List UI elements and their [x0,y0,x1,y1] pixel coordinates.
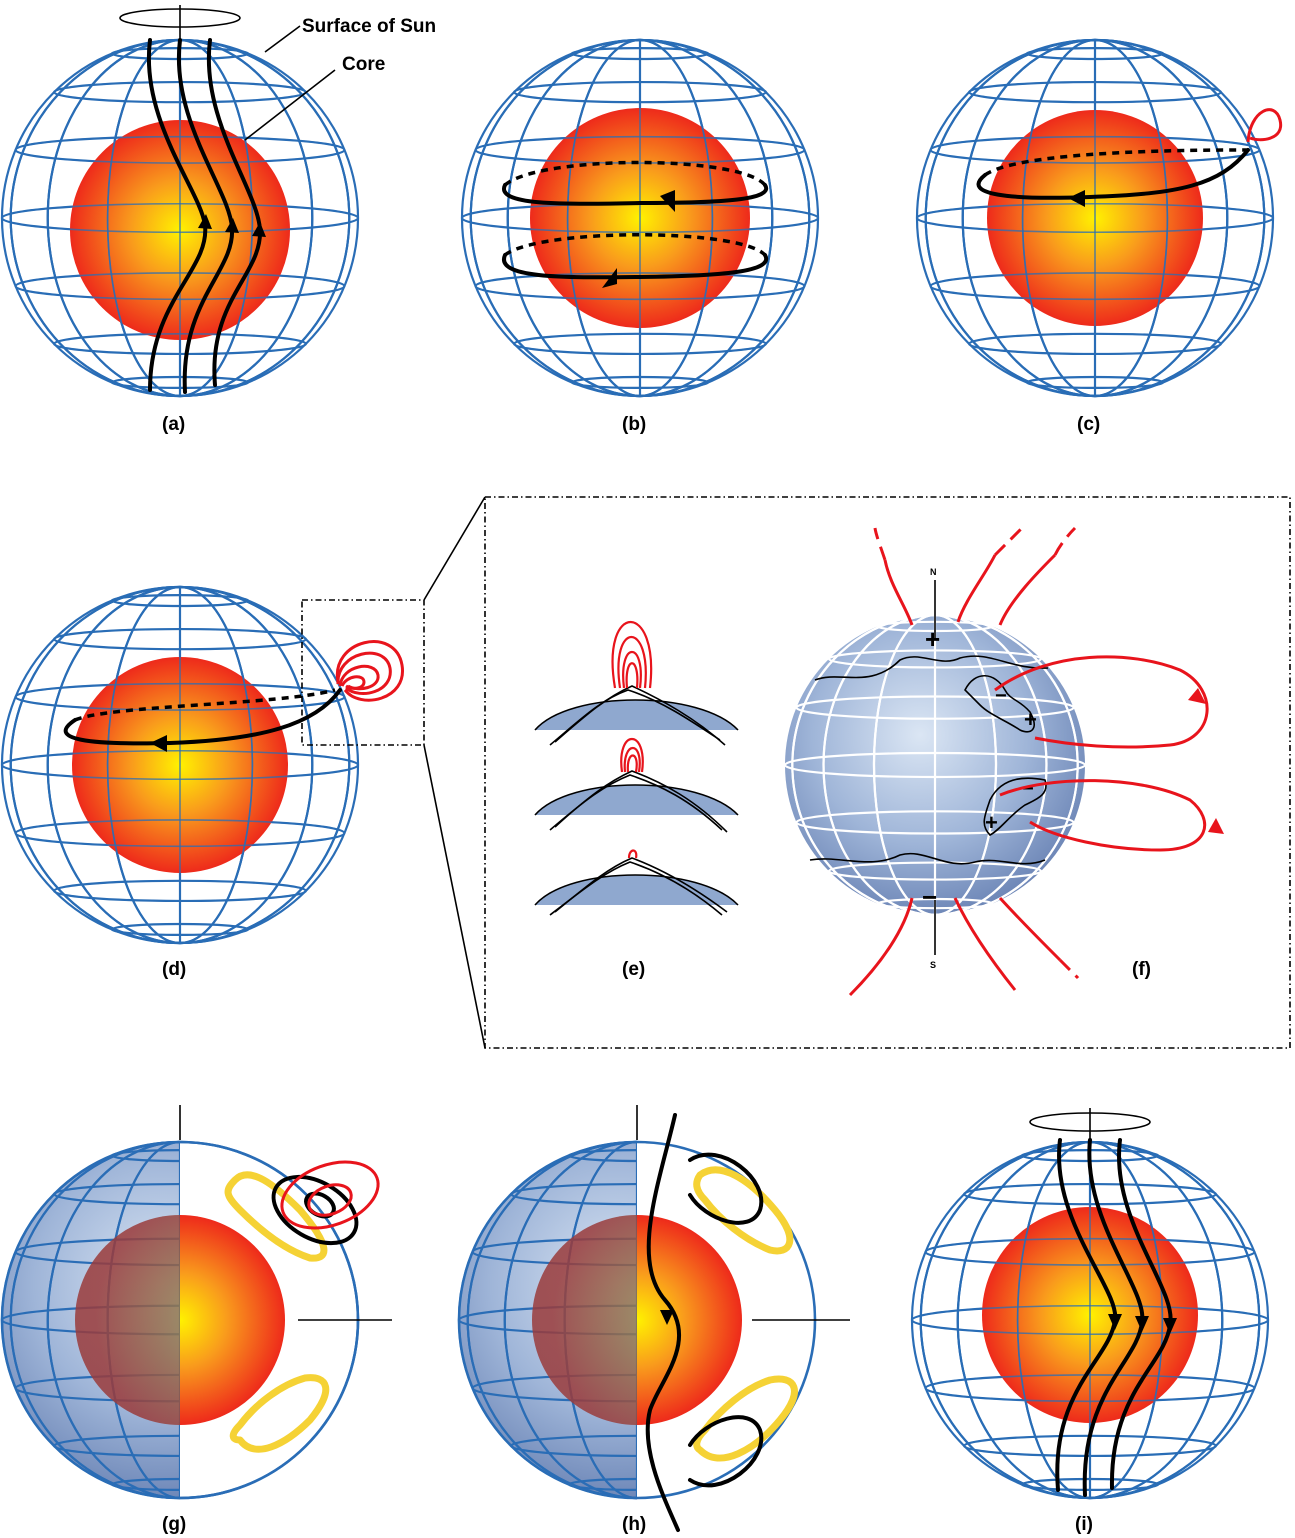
emergence-stage-2 [534,738,739,833]
sunspot-region [964,674,1035,733]
panel-b: (b) [460,38,820,435]
polar-boundary [814,655,1049,681]
rising-loops [335,640,404,702]
svg-text:−: − [1022,778,1034,800]
svg-text:+: + [985,810,998,835]
panel-g: (g) [0,1105,392,1535]
panel-a: Surface of Sun Core (a) [0,5,436,435]
emergence-stage-3 [534,849,739,916]
field-arrow [1188,688,1206,704]
field-arrow [1163,1318,1177,1334]
panel-label: (b) [622,414,646,435]
sunspot-region [983,777,1047,836]
plus-sign: + [925,624,940,654]
field-arrow [198,214,212,229]
panel-e: (e) [534,620,739,980]
panel-i: (i) [910,1108,1270,1535]
toroidal-field-front [976,148,1250,200]
inset-box [484,496,1291,1049]
field-arrow [252,222,266,237]
toroidal-field-front [502,183,769,206]
panel-d: (d) [0,585,425,980]
field-arrow [1108,1314,1122,1330]
south-label: S [930,960,936,970]
field-arrow [660,190,675,212]
polar-boundary [809,852,1046,865]
sphere-wireframe-front [1,586,359,944]
panel-label: (a) [162,414,185,435]
panel-label: (g) [162,1514,186,1535]
emergence-stage-1 [534,620,739,746]
panel-h: (h) [457,1105,850,1535]
north-label: N [930,567,937,577]
minus-sign: − [922,882,937,912]
panel-label: (d) [162,959,186,980]
panel-label: (f) [1132,959,1151,980]
panel-label: (c) [1077,414,1100,435]
panel-c: (c) [915,38,1283,435]
core-label: Core [342,54,385,75]
panel-f: N S + − + + − − (f) [783,526,1224,997]
field-line [645,1113,681,1532]
toroidal-field-front [502,253,769,280]
rising-loop [1246,108,1283,143]
sphere-wireframe-front [461,39,819,397]
toroidal-field-back [74,688,336,722]
field-arrow [602,268,617,288]
sphere-wireframe-front [916,39,1274,397]
zoom-box [301,599,425,746]
field-arrow [1208,818,1224,834]
toroidal-field-front [63,688,342,746]
toroidal-field-back [503,233,767,257]
field-arrow [150,735,167,752]
field-arrow [1135,1316,1149,1332]
field-arrow [1068,190,1085,207]
field-arrow [225,218,239,233]
panel-label: (e) [622,959,645,980]
panel-label: (h) [622,1514,646,1535]
field-arrow [660,1310,674,1325]
svg-text:−: − [995,685,1007,707]
panel-label: (i) [1075,1514,1093,1535]
svg-text:+: + [1024,707,1037,732]
surface-label: Surface of Sun [302,16,436,37]
